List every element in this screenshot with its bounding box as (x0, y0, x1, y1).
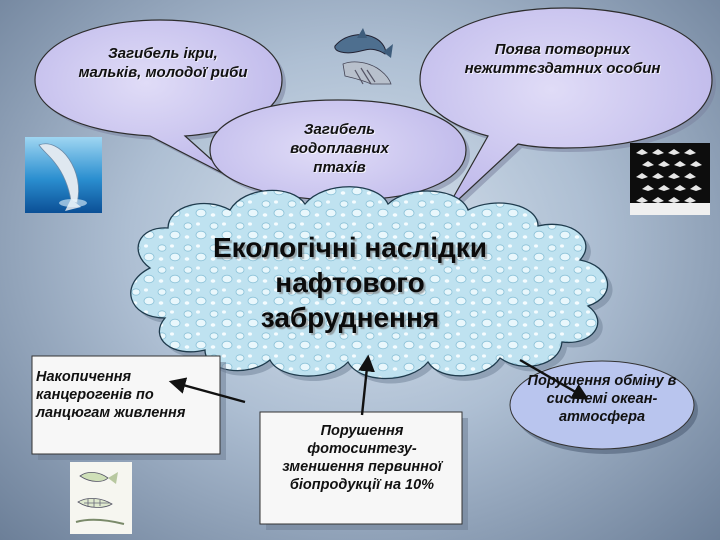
central-cloud (130, 186, 613, 384)
box-carcinogens-text: Накопичення канцерогенів по ланцюгам жив… (36, 369, 186, 421)
arrow-to-photosynthesis (358, 354, 375, 416)
box-photosynthesis (259, 411, 468, 530)
dolphin-jumping-icon (334, 28, 393, 85)
fish-bones-icon (70, 462, 132, 534)
dolphin-photo-icon (25, 137, 102, 213)
bubble-birds-text: Загибель водоплавних птахів (290, 121, 389, 176)
bubble-deformed-text: Поява потворних нежиттєздатних особин (464, 41, 661, 77)
birds-fish-pattern-icon (630, 143, 710, 215)
bubble-deformed (419, 7, 716, 216)
center-title: Екологічні наслідки нафтового забрудненн… (212, 232, 488, 333)
ellipse-exchange-text: Порушення обміну в системі океан-атмосфе… (527, 373, 677, 425)
box-carcinogens (31, 355, 226, 460)
arrow-to-carcinogens (168, 377, 246, 404)
bubble-roe-text: Загибель ікри, мальків, молодої риби (78, 45, 248, 81)
ellipse-exchange (509, 360, 698, 454)
box-photosynthesis-text: Порушення фотосинтезу-зменшення первинно… (282, 423, 442, 493)
bubble-roe (34, 19, 286, 182)
arrow-to-exchange (519, 358, 589, 400)
